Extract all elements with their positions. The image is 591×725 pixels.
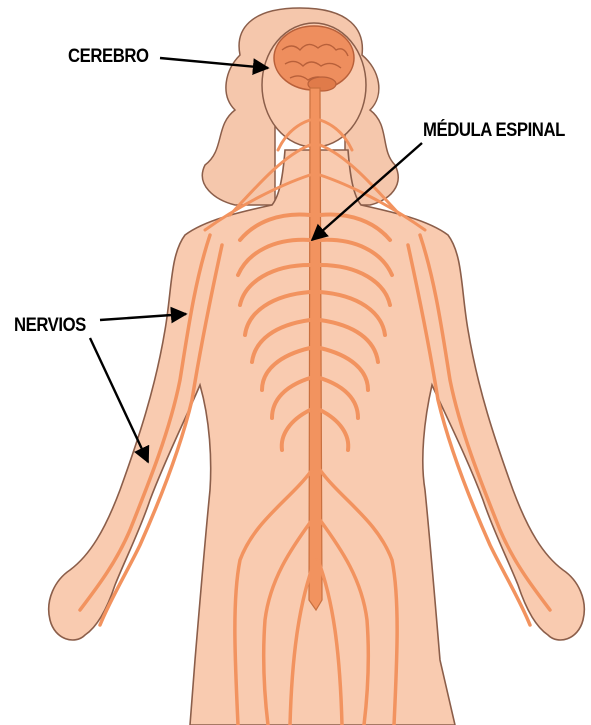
label-nerves: NERVIOS: [14, 315, 86, 337]
brain-shape: [274, 26, 354, 91]
label-spinal-cord: MÉDULA ESPINAL: [423, 120, 565, 142]
label-brain: CEREBRO: [68, 46, 149, 68]
nerves-arrow-lower: [90, 338, 148, 462]
